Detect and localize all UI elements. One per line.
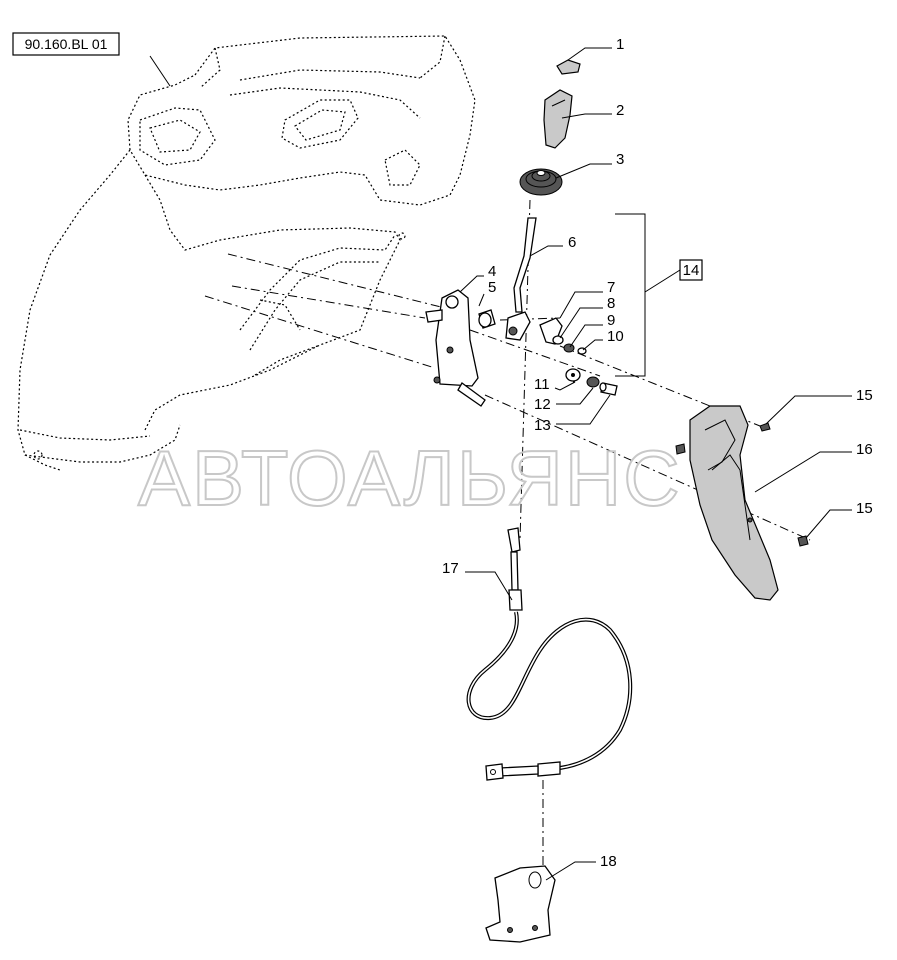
callout-17: 17 [442, 560, 459, 577]
part-1-cap [556, 59, 581, 75]
part-15-screw-upper [759, 422, 771, 432]
watermark: АВТОАЛЬЯНС [138, 434, 682, 522]
callout-8: 8 [607, 295, 615, 312]
callout-7: 7 [607, 279, 615, 296]
callout-5: 5 [488, 279, 496, 296]
reference-label: 90.160.BL 01 [25, 36, 108, 52]
console-housing [17, 35, 476, 471]
callout-1: 1 [616, 36, 624, 53]
part-16-side-cover [689, 405, 779, 601]
part-8-washer [552, 335, 564, 345]
group-box-14: 14 [679, 259, 703, 281]
callout-13: 13 [534, 417, 551, 434]
part-4-bracket [425, 289, 486, 407]
callout-11: 11 [534, 376, 550, 393]
callout-15-upper: 15 [856, 387, 873, 404]
callout-16: 16 [856, 441, 873, 458]
part-13-bolt [599, 382, 618, 396]
callout-2: 2 [616, 102, 624, 119]
callout-9: 9 [607, 312, 615, 329]
reference-box: 90.160.BL 01 [12, 32, 120, 56]
callout-18: 18 [600, 853, 617, 870]
part-6-lever [505, 217, 537, 341]
part-5-bush [478, 309, 496, 329]
part-15-screw-lower [797, 535, 809, 547]
leader-lines [149, 47, 852, 881]
part-3-boot [519, 168, 563, 196]
callout-15-lower: 15 [856, 500, 873, 517]
callout-6: 6 [568, 234, 576, 251]
part-11-washer [565, 368, 581, 382]
part-18-bracket [485, 865, 556, 943]
part-17-cable [466, 527, 633, 781]
part-15-screw-side [675, 443, 686, 455]
callout-3: 3 [616, 151, 624, 168]
part-9-nut [563, 343, 575, 353]
part-2-knob [543, 89, 573, 149]
callout-4: 4 [488, 263, 496, 280]
part-12-nut [586, 376, 600, 388]
callout-12: 12 [534, 396, 551, 413]
callout-numbers: 1 2 3 4 5 6 7 8 9 10 11 12 13 15 16 15 1… [442, 36, 873, 870]
group-label: 14 [683, 262, 700, 279]
callout-10: 10 [607, 328, 624, 345]
